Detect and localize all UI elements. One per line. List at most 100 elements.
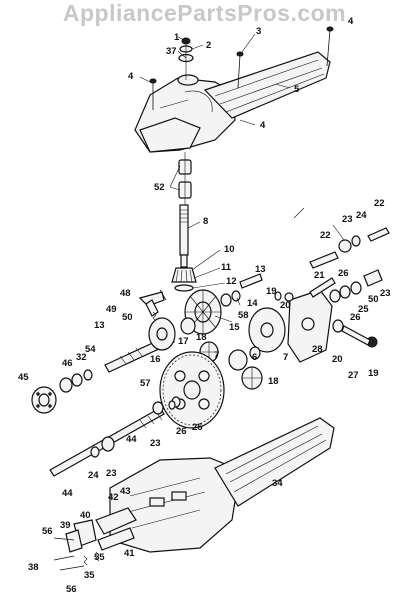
upper-housing bbox=[134, 51, 331, 153]
gear-18-lower bbox=[241, 366, 263, 390]
label-part-32: 32 bbox=[76, 352, 87, 363]
label-part-50-left: 50 bbox=[122, 312, 133, 323]
bushing-23-upper bbox=[338, 239, 352, 253]
label-part-55: 55 bbox=[94, 552, 105, 563]
bushing-23-right bbox=[363, 269, 383, 287]
spring-50 bbox=[152, 311, 157, 322]
lever-39 bbox=[65, 529, 83, 553]
label-part-20-lower: 20 bbox=[332, 354, 343, 365]
label-part-8: 8 bbox=[203, 216, 208, 227]
label-part-4-lower: 4 bbox=[260, 120, 266, 131]
bushing-23-mid bbox=[152, 401, 164, 415]
label-part-42: 42 bbox=[108, 492, 119, 503]
label-part-56-lower: 56 bbox=[66, 584, 77, 595]
label-part-3: 3 bbox=[256, 26, 261, 37]
label-part-12: 12 bbox=[226, 276, 237, 287]
leader-lines bbox=[139, 33, 345, 323]
gear-7-lower bbox=[228, 349, 248, 371]
lower-housing-34 bbox=[109, 417, 335, 553]
label-part-4-left: 4 bbox=[128, 71, 134, 82]
washer-38 bbox=[53, 555, 75, 561]
label-part-25-lower: 25 bbox=[192, 422, 203, 433]
large-gear-57 bbox=[159, 351, 225, 429]
label-part-26-lower: 26 bbox=[176, 426, 187, 437]
label-part-24-upper: 24 bbox=[356, 210, 367, 221]
spacer-58 bbox=[220, 293, 232, 307]
bearing-46 bbox=[59, 377, 73, 393]
label-part-15: 15 bbox=[229, 322, 240, 333]
washer-24-upper bbox=[351, 235, 361, 247]
input-shaft-8 bbox=[179, 204, 189, 268]
label-part-13-right: 13 bbox=[255, 264, 266, 275]
label-part-23-upper: 23 bbox=[342, 214, 353, 225]
label-part-52: 52 bbox=[154, 182, 165, 193]
bolts-56 bbox=[53, 537, 85, 571]
label-part-39: 39 bbox=[60, 520, 71, 531]
part-labels: 1 2 37 3 4 4 5 4 52 8 10 11 12 13 14 15 … bbox=[18, 16, 391, 595]
label-part-23-lower: 23 bbox=[106, 468, 117, 479]
label-part-22-left: 22 bbox=[320, 230, 331, 241]
label-part-43: 43 bbox=[120, 486, 131, 497]
washer-14 bbox=[231, 290, 241, 302]
bolt-4-left bbox=[149, 78, 157, 110]
shaft-22-upper bbox=[309, 251, 339, 269]
label-part-24-lower: 24 bbox=[88, 470, 99, 481]
bolt-27 bbox=[341, 325, 371, 346]
label-part-57: 57 bbox=[140, 378, 151, 389]
label-part-50-right: 50 bbox=[368, 294, 379, 305]
washers-26-25-50 bbox=[329, 281, 362, 303]
label-part-41: 41 bbox=[124, 548, 135, 559]
label-part-19-lower: 19 bbox=[368, 368, 379, 379]
label-part-26-upper: 26 bbox=[338, 268, 349, 279]
washer-20-right bbox=[332, 319, 344, 333]
label-part-20-upper: 20 bbox=[280, 300, 291, 311]
label-part-17: 17 bbox=[178, 336, 189, 347]
bracket-42 bbox=[95, 507, 137, 535]
label-part-38: 38 bbox=[28, 562, 39, 573]
label-part-1: 1 bbox=[174, 32, 180, 43]
hub-45 bbox=[31, 386, 57, 414]
label-part-18-upper: 18 bbox=[196, 332, 207, 343]
label-part-10: 10 bbox=[224, 244, 235, 255]
gear-16 bbox=[148, 317, 176, 351]
label-part-35: 35 bbox=[84, 570, 95, 581]
shift-fork-48 bbox=[138, 289, 167, 317]
label-part-13-left: 13 bbox=[94, 320, 105, 331]
bevel-pinion-11 bbox=[171, 267, 197, 283]
label-part-14: 14 bbox=[247, 298, 258, 309]
label-part-6: 6 bbox=[252, 352, 257, 363]
label-part-16: 16 bbox=[150, 354, 161, 365]
bolt-4-right bbox=[326, 26, 334, 67]
bushing-23-lower bbox=[101, 436, 115, 452]
label-part-18-lower: 18 bbox=[268, 376, 279, 387]
label-part-58: 58 bbox=[238, 310, 249, 321]
cover-plate-28 bbox=[287, 289, 333, 363]
washer-6 bbox=[249, 346, 261, 360]
washer-37 bbox=[178, 40, 194, 80]
label-part-7-lower: 7 bbox=[214, 350, 219, 361]
gear-17 bbox=[180, 317, 196, 335]
label-part-44-right: 44 bbox=[126, 434, 137, 445]
label-part-11: 11 bbox=[221, 262, 232, 273]
bushings-52 bbox=[178, 152, 192, 205]
label-part-28: 28 bbox=[312, 344, 323, 355]
pin-22-right bbox=[367, 227, 390, 242]
label-part-25-right: 25 bbox=[358, 304, 369, 315]
label-part-54: 54 bbox=[85, 344, 96, 355]
bushing-32 bbox=[71, 373, 83, 387]
washer-26-lower bbox=[168, 400, 176, 410]
label-part-48: 48 bbox=[120, 288, 131, 299]
label-part-21: 21 bbox=[314, 270, 325, 281]
washer-12 bbox=[174, 284, 194, 292]
label-part-23-mid: 23 bbox=[150, 438, 161, 449]
label-part-34: 34 bbox=[272, 478, 283, 489]
shaft-21 bbox=[309, 277, 336, 298]
label-part-4-top-right: 4 bbox=[348, 16, 354, 27]
label-part-56-upper: 56 bbox=[42, 526, 53, 537]
bolt-3 bbox=[236, 51, 244, 89]
label-part-44-left: 44 bbox=[62, 488, 73, 499]
label-part-23-right: 23 bbox=[380, 288, 391, 299]
gear-7-upper bbox=[248, 307, 286, 353]
